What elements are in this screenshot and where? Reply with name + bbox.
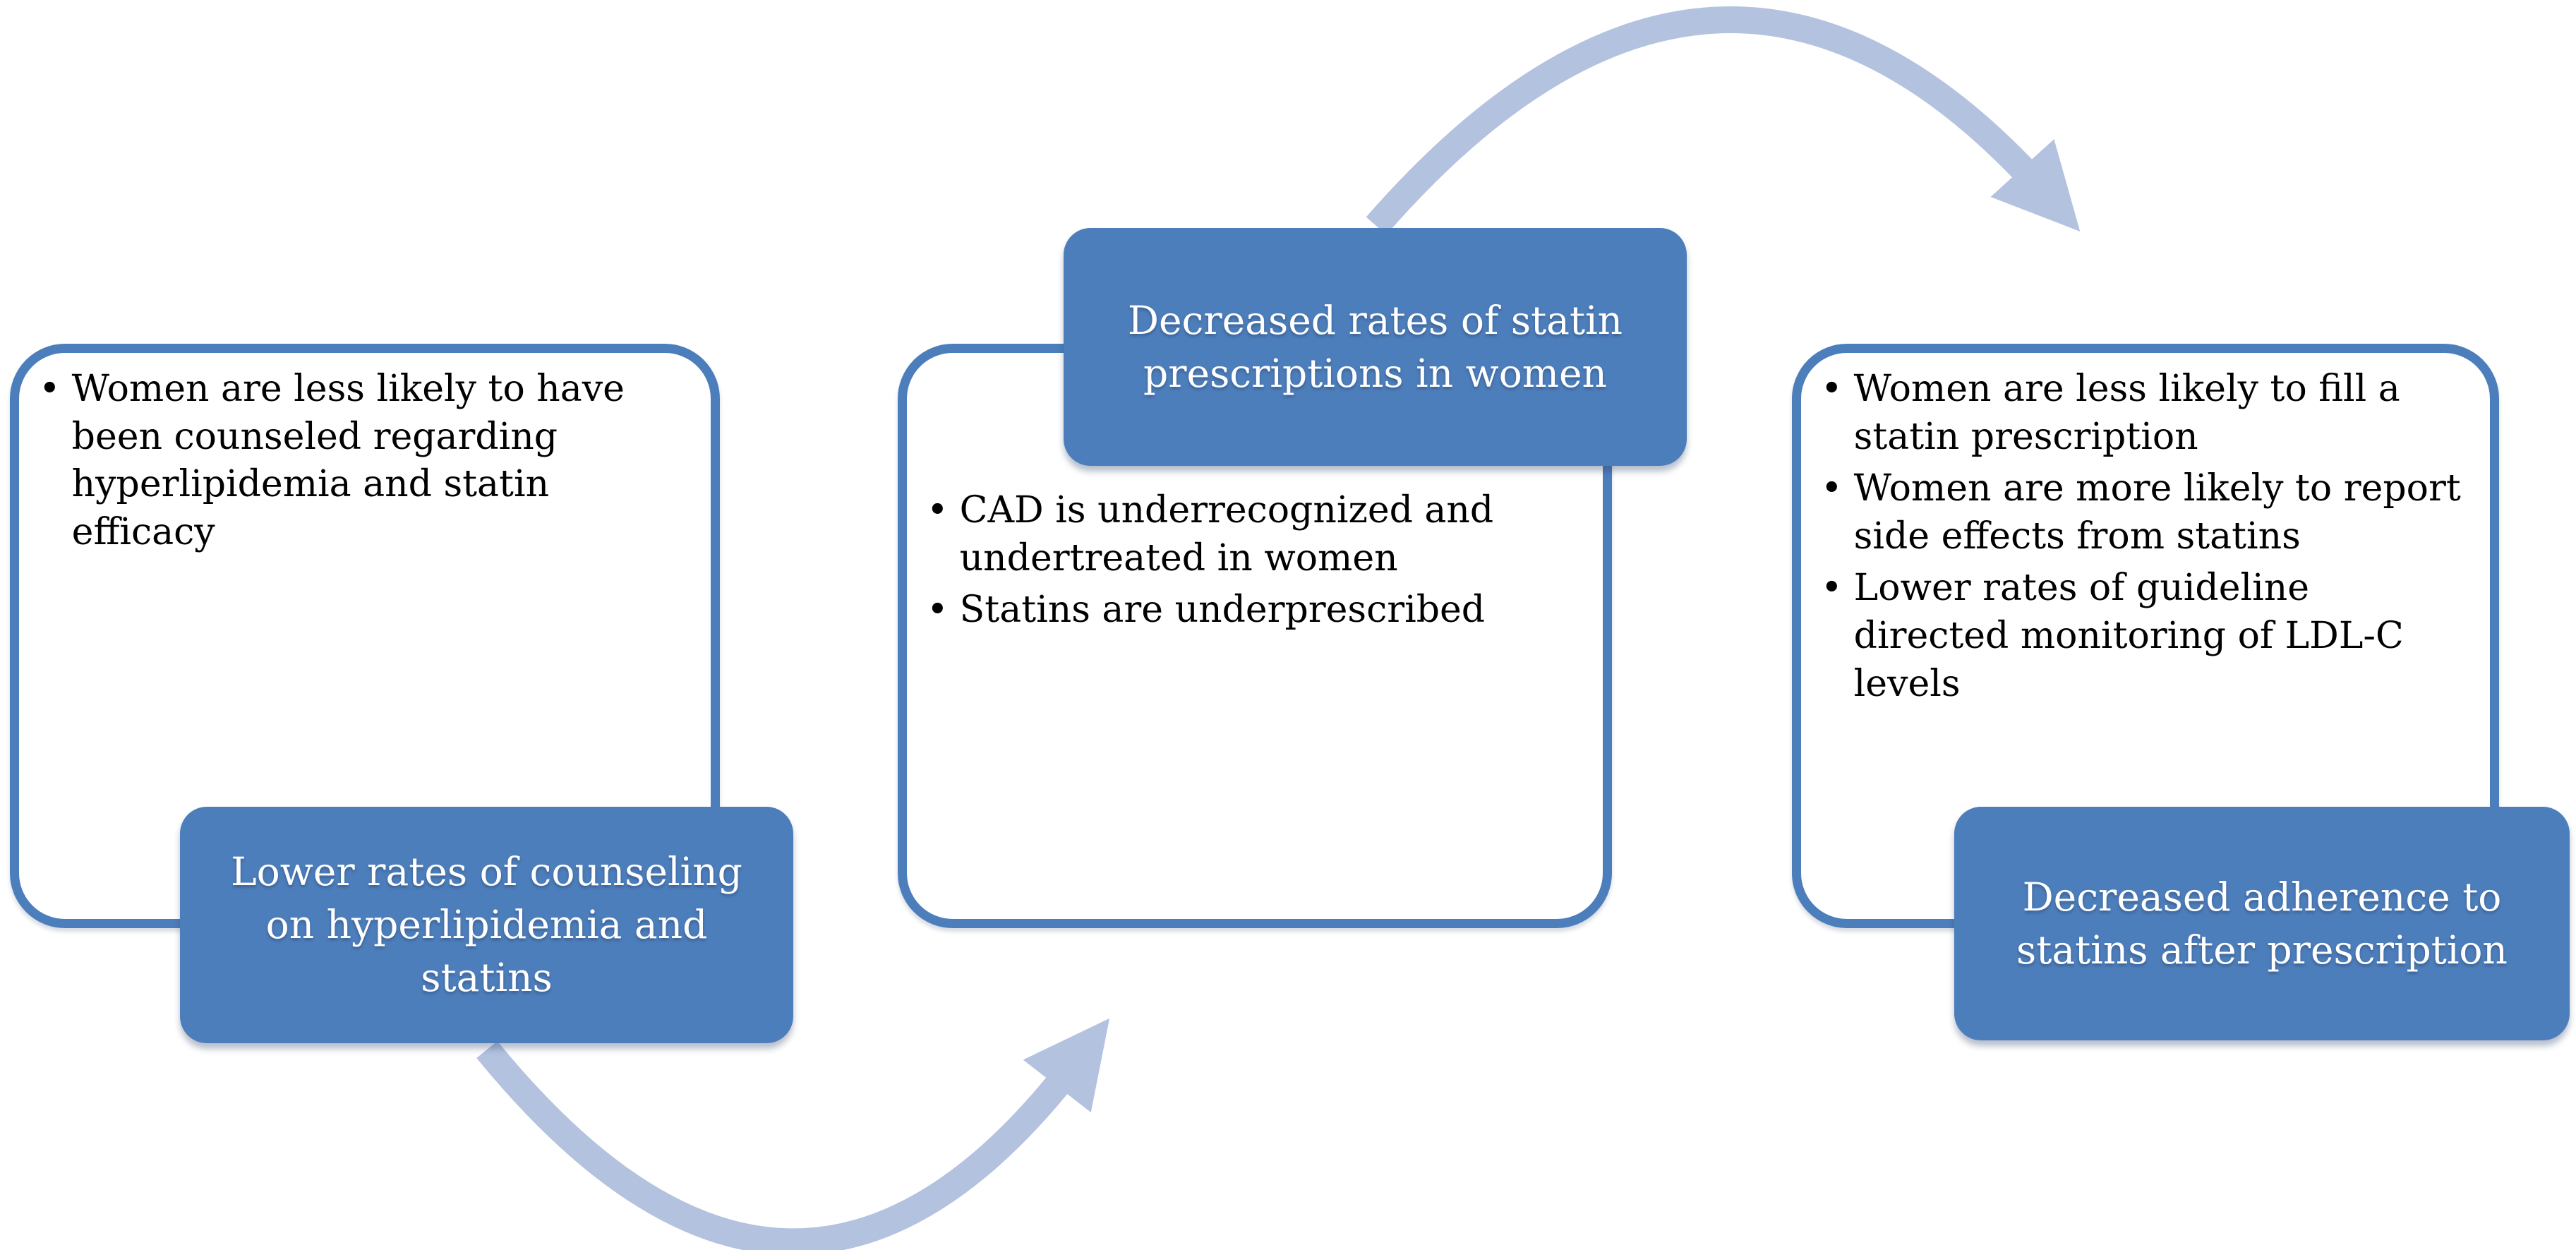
bullet-text: Women are less likely to have been couns… <box>71 368 625 553</box>
list-item: • Women are less likely to fill a statin… <box>1821 366 2476 461</box>
list-item: • Women are more likely to report side e… <box>1821 465 2476 560</box>
bullet-icon: • <box>1821 368 1843 410</box>
bullet-icon: • <box>1821 467 1843 510</box>
bullet-text: Women are more likely to report side eff… <box>1853 467 2461 558</box>
label-counseling: Lower rates of counseling on hyperlipide… <box>180 807 793 1043</box>
bullet-text: CAD is underrecognized and undertreated … <box>959 489 1494 579</box>
bullet-list-counseling: • Women are less likely to have been cou… <box>19 353 711 556</box>
label-prescriptions: Decreased rates of statin prescriptions … <box>1064 228 1687 466</box>
list-item: • Statins are underprescribed <box>927 587 1589 635</box>
bullet-list-prescriptions: • CAD is underrecognized and undertreate… <box>907 353 1603 635</box>
bullet-text: Statins are underprescribed <box>959 589 1486 632</box>
bullet-icon: • <box>927 589 949 632</box>
bullet-icon: • <box>1821 567 1843 610</box>
label-text: Lower rates of counseling on hyperlipide… <box>231 849 742 1000</box>
label-adherence: Decreased adherence to statins after pre… <box>1954 807 2570 1040</box>
curved-arrow-prescriptions-to-adherence-icon <box>1366 6 2081 235</box>
bullet-list-adherence: • Women are less likely to fill a statin… <box>1801 353 2490 708</box>
bullet-icon: • <box>927 489 949 531</box>
label-text: Decreased rates of statin prescriptions … <box>1127 297 1623 396</box>
list-item: • Women are less likely to have been cou… <box>39 366 697 556</box>
curved-arrow-counseling-to-prescriptions-icon <box>476 1018 1110 1250</box>
bullet-text: Women are less likely to fill a statin p… <box>1853 368 2400 458</box>
bullet-icon: • <box>39 368 61 410</box>
list-item: • CAD is underrecognized and undertreate… <box>927 487 1589 582</box>
label-text: Decreased adherence to statins after pre… <box>2016 874 2508 973</box>
list-item: • Lower rates of guideline directed moni… <box>1821 565 2476 708</box>
bullet-text: Lower rates of guideline directed monito… <box>1853 567 2404 705</box>
